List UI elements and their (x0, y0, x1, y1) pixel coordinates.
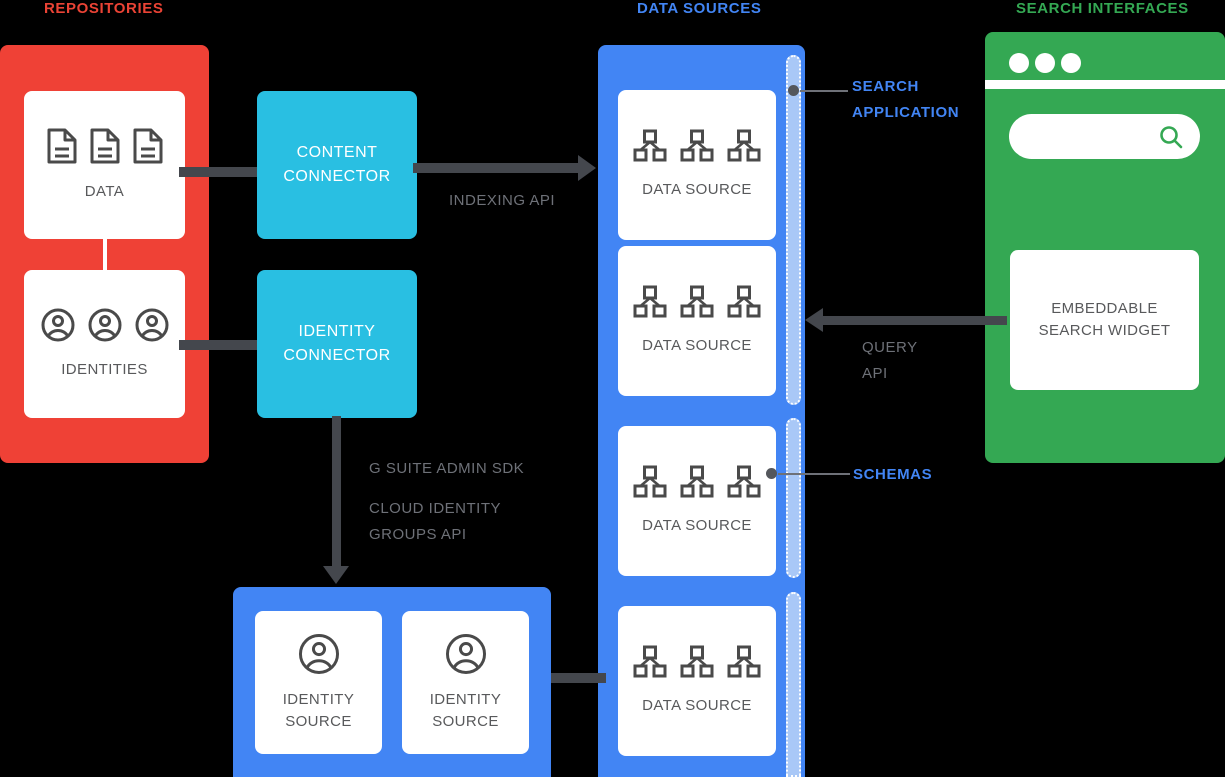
schema-bar (786, 592, 801, 777)
callout-line-search-application (800, 90, 848, 92)
sitemap-icon (727, 465, 761, 498)
magnifier-icon[interactable] (1158, 124, 1184, 150)
search-interfaces-panel (985, 32, 1225, 463)
wire-identity-connector-to-identity-sources (332, 416, 341, 566)
repositories-card-identities: IDENTITIES (24, 270, 185, 418)
callout-dot-schemas (766, 468, 777, 479)
label-cloud-identity-groups-api: CLOUD IDENTITY GROUPS API (369, 496, 501, 548)
card-label-data-source: DATA SOURCE (642, 181, 752, 198)
label-query-api-line2: API (862, 365, 888, 382)
data-source-card: DATA SOURCE (618, 426, 776, 576)
person-circle-icon-group (298, 633, 340, 675)
card-label-identity-source: IDENTITY SOURCE (430, 689, 502, 733)
identity-source-card: IDENTITY SOURCE (255, 611, 382, 754)
sitemap-icon (633, 645, 667, 678)
browser-dot-icon (1061, 53, 1081, 73)
content-connector-line1: CONTENT (296, 144, 378, 161)
sitemap-icon (680, 285, 714, 318)
label-query-api-line1: QUERY (862, 339, 918, 356)
sitemap-icon (633, 129, 667, 162)
identity-source-card: IDENTITY SOURCE (402, 611, 529, 754)
label-cloud-identity-line2: GROUPS API (369, 526, 467, 543)
person-circle-icon (135, 308, 168, 341)
sitemap-icon (633, 465, 667, 498)
person-circle-icon-group (445, 633, 487, 675)
embeddable-widget-line1: EMBEDDABLE (1051, 300, 1158, 317)
label-query-api: QUERY API (862, 335, 918, 387)
identity-source-line2: SOURCE (432, 712, 499, 730)
card-label-identity-source: IDENTITY SOURCE (283, 689, 355, 733)
arrowhead-indexing-api (578, 155, 596, 181)
browser-dot-icon (1035, 53, 1055, 73)
arrowhead-query-api (805, 308, 823, 332)
sitemap-icon-group (633, 129, 761, 162)
sitemap-icon (727, 285, 761, 318)
repositories-card-data: DATA (24, 91, 185, 239)
column-heading-data-sources: DATA SOURCES (637, 0, 762, 17)
wire-indexing-api (413, 163, 578, 173)
sitemap-icon-group (633, 285, 761, 318)
document-icon-group (47, 128, 163, 164)
person-circle-icon-group (41, 308, 169, 342)
sitemap-icon (680, 129, 714, 162)
label-gsuite-admin-sdk: G SUITE ADMIN SDK (369, 460, 525, 477)
wire-identity-sources-to-data-sources (551, 673, 606, 683)
label-cloud-identity-line1: CLOUD IDENTITY (369, 500, 502, 517)
card-label-embeddable-search-widget: EMBEDDABLE SEARCH WIDGET (1039, 298, 1171, 342)
card-label-data: DATA (84, 182, 125, 200)
repositories-internal-divider (103, 237, 107, 273)
wire-data-to-content-connector (179, 167, 261, 177)
content-connector-line2: CONNECTOR (283, 168, 391, 185)
data-source-card: DATA SOURCE (618, 90, 776, 240)
card-label-data-source: DATA SOURCE (642, 697, 752, 714)
callout-search-application-line1: SEARCH (852, 78, 919, 95)
sitemap-icon (727, 129, 761, 162)
sitemap-icon (680, 645, 714, 678)
label-indexing-api: INDEXING API (449, 192, 556, 209)
content-connector-label: CONTENT CONNECTOR (283, 141, 390, 189)
document-icon (133, 128, 162, 163)
identity-connector-line1: IDENTITY (298, 323, 376, 340)
embeddable-search-widget-card: EMBEDDABLE SEARCH WIDGET (1010, 250, 1199, 390)
identity-connector-box[interactable]: IDENTITY CONNECTOR (257, 270, 417, 418)
wire-identities-to-identity-connector (179, 340, 261, 350)
callout-search-application: SEARCH APPLICATION (852, 74, 959, 126)
data-source-card: DATA SOURCE (618, 606, 776, 756)
sitemap-icon-group (633, 465, 761, 498)
sitemap-icon (680, 465, 714, 498)
callout-search-application-line2: APPLICATION (852, 104, 960, 121)
person-circle-icon (298, 633, 339, 674)
identity-source-line1: IDENTITY (282, 690, 355, 708)
schema-bar (786, 55, 801, 405)
callout-dot-search-application (788, 85, 799, 96)
callout-line-schemas (778, 473, 850, 475)
data-source-card: DATA SOURCE (618, 246, 776, 396)
wire-query-api (823, 316, 1007, 325)
document-icon (47, 128, 76, 163)
browser-chrome-divider (985, 80, 1225, 89)
arrowhead-identity-sources (323, 566, 349, 584)
person-circle-icon (445, 633, 486, 674)
person-circle-icon (41, 308, 74, 341)
column-heading-search-interfaces: SEARCH INTERFACES (1016, 0, 1189, 17)
card-label-data-source: DATA SOURCE (642, 517, 752, 534)
column-heading-repositories: REPOSITORIES (44, 0, 164, 17)
sitemap-icon (633, 285, 667, 318)
browser-dot-icon (1009, 53, 1029, 73)
sitemap-icon (727, 645, 761, 678)
card-label-data-source: DATA SOURCE (642, 337, 752, 354)
identity-connector-label: IDENTITY CONNECTOR (283, 320, 390, 368)
callout-schemas: SCHEMAS (853, 466, 933, 483)
card-label-identities: IDENTITIES (61, 360, 148, 378)
sitemap-icon-group (633, 645, 761, 678)
identity-source-line1: IDENTITY (429, 690, 502, 708)
identity-connector-line2: CONNECTOR (283, 347, 391, 364)
search-input[interactable] (1009, 114, 1200, 159)
person-circle-icon (88, 308, 121, 341)
schema-bar (786, 418, 801, 578)
document-icon (90, 128, 119, 163)
content-connector-box[interactable]: CONTENT CONNECTOR (257, 91, 417, 239)
embeddable-widget-line2: SEARCH WIDGET (1038, 322, 1171, 339)
identity-source-line2: SOURCE (285, 712, 352, 730)
